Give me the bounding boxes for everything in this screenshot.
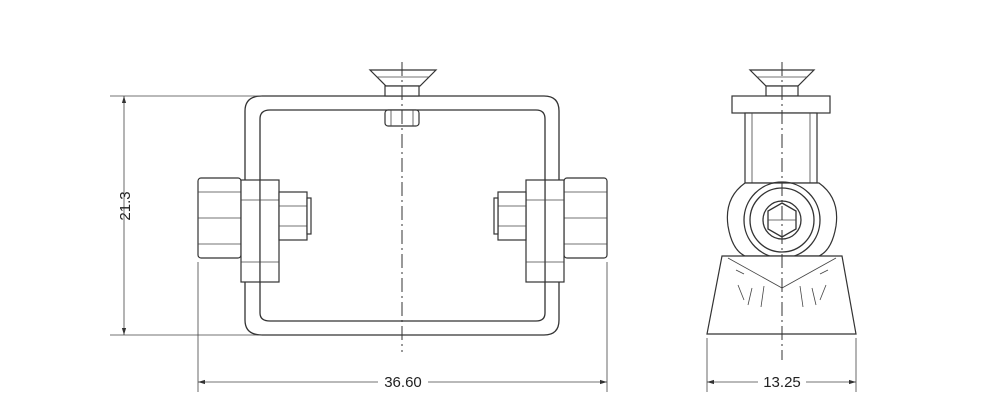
side-top-block — [731, 95, 831, 114]
height-dimension: 21.3 — [110, 95, 262, 336]
side-width-dimension-label: 13.25 — [763, 374, 801, 391]
frame-inner — [259, 109, 546, 322]
width-dimension-label: 36.60 — [384, 374, 422, 391]
height-dimension-label: 21.3 — [117, 191, 134, 220]
side-view — [706, 62, 857, 360]
frame-outer — [244, 95, 560, 336]
side-width-dimension: 13.25 — [706, 338, 857, 392]
screw-top — [368, 69, 438, 127]
front-view — [197, 62, 608, 352]
width-dimension: 36.60 — [197, 262, 608, 392]
side-flared-base — [706, 255, 857, 335]
left-nut-assembly — [197, 177, 312, 283]
side-post — [744, 112, 818, 184]
right-nut-assembly — [493, 177, 608, 283]
